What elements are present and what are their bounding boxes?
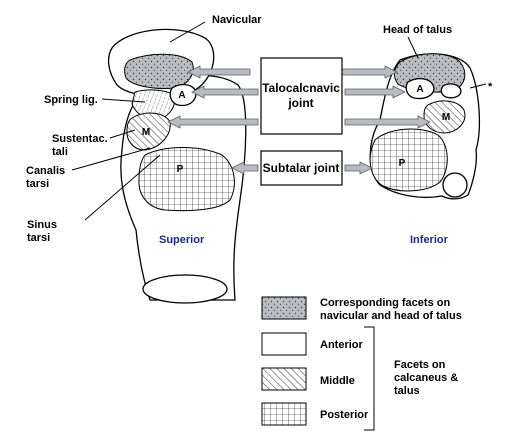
- facet-marker-p-right: P: [399, 158, 406, 169]
- label-asterisk: *: [488, 81, 493, 93]
- facet-marker-p-left: P: [177, 164, 184, 175]
- left-navicular: [107, 28, 215, 97]
- left-spring-ligament: [131, 89, 176, 121]
- left-posterior-facet: P: [138, 147, 235, 212]
- label-navicular: Navicular: [212, 14, 262, 26]
- legend-facets-on-2: calcaneus &: [394, 372, 458, 384]
- label-sustentac-1: Sustentac.: [52, 133, 108, 145]
- right-middle-facet: M: [423, 100, 466, 134]
- legend-bracket: [364, 326, 375, 431]
- arrow-anterior-facets: [191, 85, 406, 99]
- right-posterior-facet: P: [369, 128, 448, 192]
- talocalcnavic-label-line2: joint: [287, 96, 313, 110]
- label-sinus-2: tarsi: [27, 232, 50, 244]
- legend-item-dotted: Corresponding facets on navicular and he…: [261, 296, 462, 322]
- label-superior: Superior: [159, 234, 205, 246]
- legend: Corresponding facets on navicular and he…: [261, 296, 462, 431]
- label-inferior: Inferior: [410, 234, 449, 246]
- legend-middle: Middle: [320, 375, 355, 387]
- arrow-posterior-facets: [231, 161, 373, 175]
- label-sustentac-2: tali: [52, 146, 68, 158]
- legend-anterior: Anterior: [320, 339, 364, 351]
- label-canalis-2: tarsi: [26, 178, 49, 190]
- legend-corresponding-2: navicular and head of talus: [320, 310, 462, 322]
- label-spring-lig: Spring lig.: [44, 94, 98, 106]
- legend-item-posterior: Posterior: [261, 402, 369, 426]
- talocalcnavic-joint-box: Talocalcnavic joint: [260, 57, 343, 135]
- legend-corresponding-1: Corresponding facets on: [320, 297, 450, 309]
- facet-marker-m-left: M: [142, 127, 150, 138]
- legend-facets-on-1: Facets on: [394, 359, 446, 371]
- legend-item-middle: Middle: [261, 367, 355, 391]
- label-head-of-talus: Head of talus: [383, 24, 452, 36]
- subtalar-joint-box: Subtalar joint: [260, 150, 343, 186]
- left-anterior-facet: A: [169, 83, 197, 107]
- subtalar-label: Subtalar joint: [263, 161, 340, 175]
- facet-marker-a-right: A: [416, 84, 423, 95]
- arrow-middle-facets: [167, 115, 431, 129]
- talocalcnavic-label-line1: Talocalcnavic: [262, 81, 340, 95]
- right-anterior-facet: A: [405, 77, 462, 100]
- label-canalis-1: Canalis: [26, 165, 65, 177]
- legend-posterior: Posterior: [320, 409, 369, 421]
- left-middle-facet: M: [126, 112, 171, 151]
- facet-marker-a-left: A: [178, 90, 185, 101]
- label-sinus-1: Sinus: [27, 219, 57, 231]
- facet-marker-m-right: M: [442, 112, 450, 123]
- legend-item-anterior: Anterior: [261, 332, 364, 356]
- legend-facets-on-3: talus: [394, 385, 420, 397]
